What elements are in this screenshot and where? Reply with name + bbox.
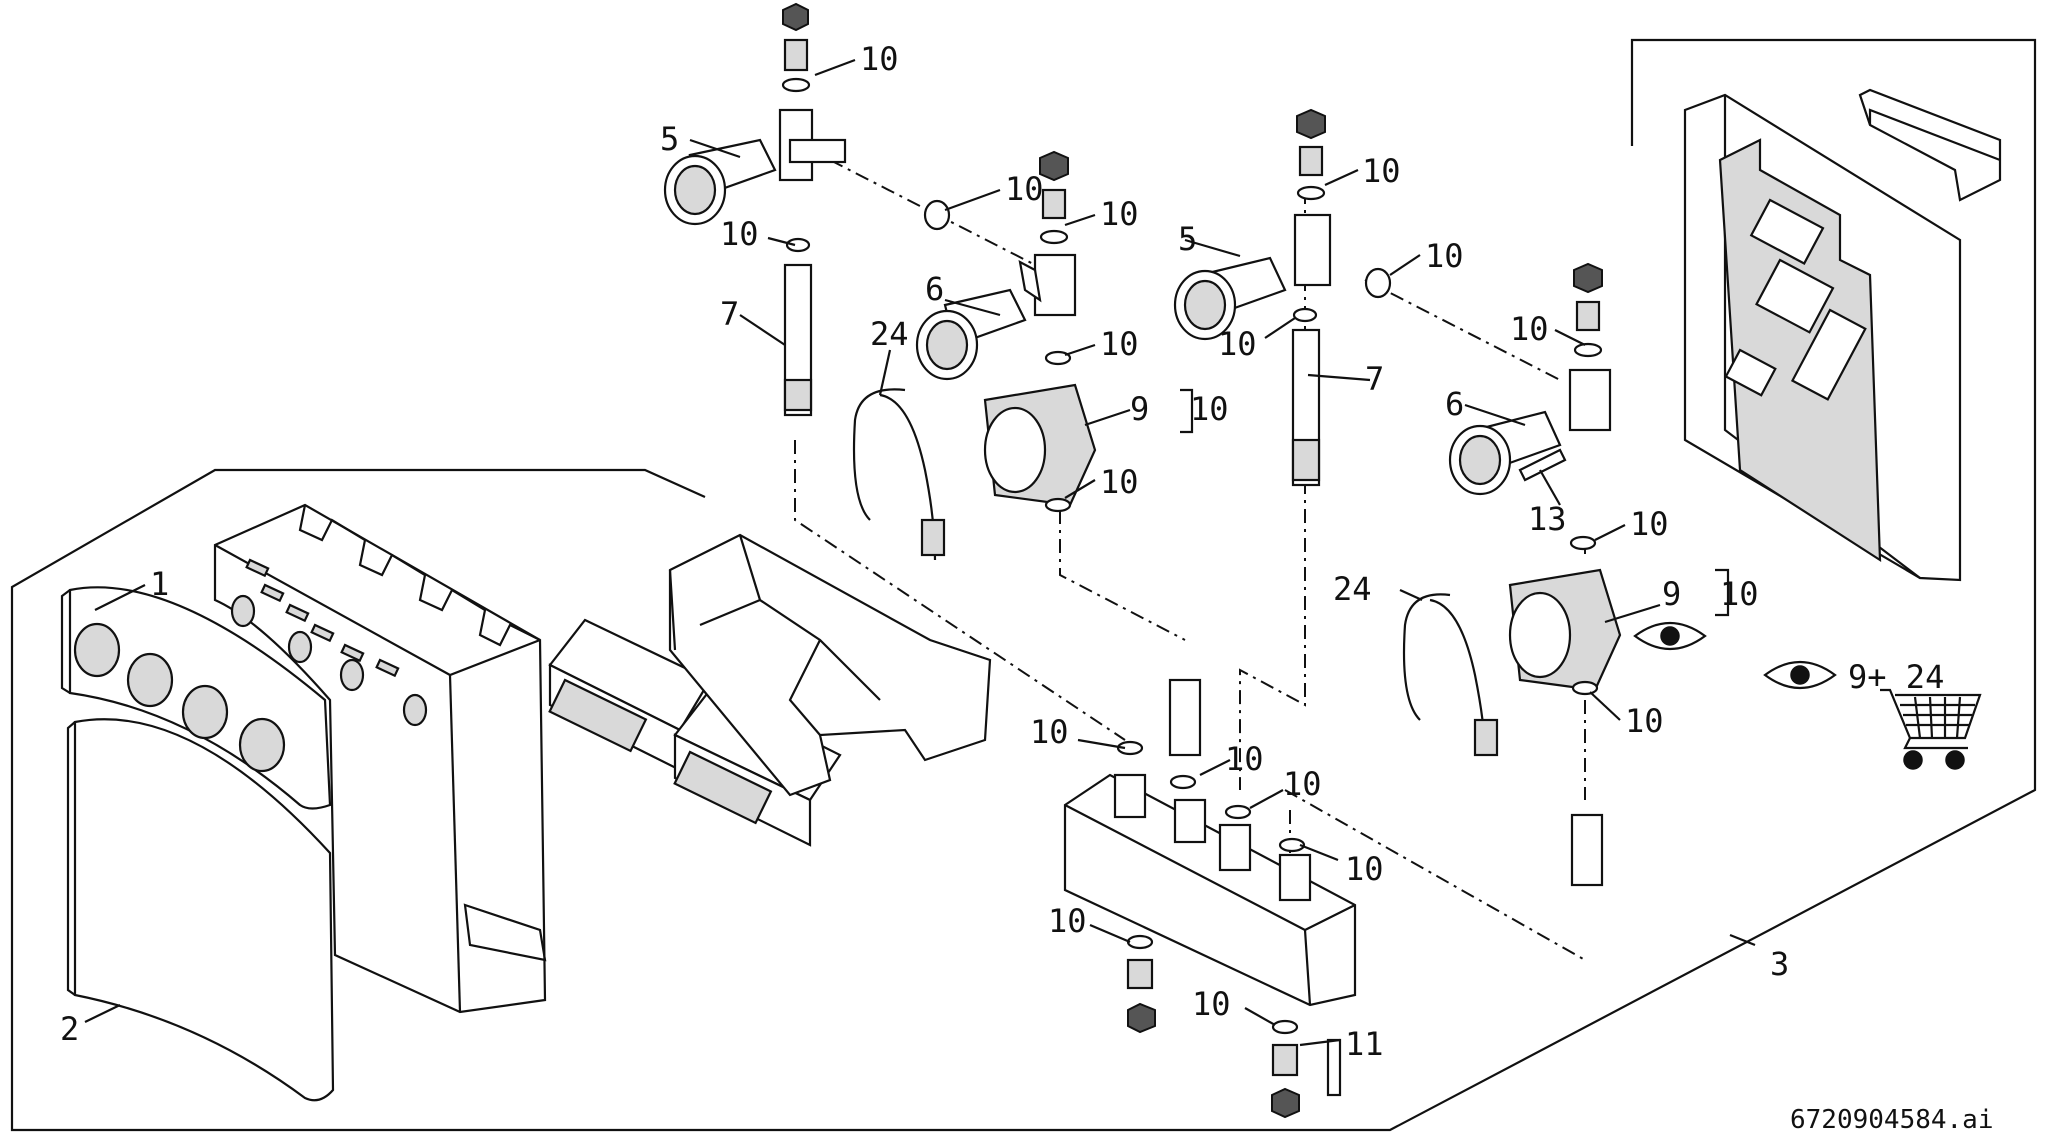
shopping-cart-icon bbox=[1880, 688, 1982, 770]
label-10: 10 bbox=[1192, 985, 1231, 1023]
label-7b: 7 bbox=[1365, 360, 1384, 398]
label-10: 10 bbox=[1005, 170, 1044, 208]
right-pump-group bbox=[1402, 262, 1622, 887]
label-10: 10 bbox=[1100, 463, 1139, 501]
label-10: 10 bbox=[860, 40, 899, 78]
label-10: 10 bbox=[1283, 765, 1322, 803]
front-cover bbox=[66, 718, 335, 1102]
label-10: 10 bbox=[1345, 850, 1384, 888]
label-24a: 24 bbox=[870, 315, 909, 353]
label-10: 10 bbox=[1100, 325, 1139, 363]
eye-icon bbox=[1763, 660, 1837, 690]
label-9b-ref: 10 bbox=[1720, 575, 1759, 613]
left-pump-group bbox=[852, 150, 1097, 561]
eye-icon bbox=[1633, 621, 1707, 651]
label-13: 13 bbox=[1528, 500, 1567, 538]
label-10: 10 bbox=[1625, 702, 1664, 740]
label-10: 10 bbox=[1425, 237, 1464, 275]
label-9a-ref: 10 bbox=[1190, 390, 1229, 428]
label-3: 3 bbox=[1770, 945, 1789, 983]
cabinet-housing bbox=[1683, 88, 2002, 582]
label-10: 10 bbox=[1362, 152, 1401, 190]
label-6a: 6 bbox=[925, 270, 944, 308]
label-9b: 9 bbox=[1662, 575, 1681, 613]
label-10: 10 bbox=[1630, 505, 1669, 543]
label-7a: 7 bbox=[720, 295, 739, 333]
label-10: 10 bbox=[1225, 740, 1264, 778]
order-info: 9+ 24 bbox=[1633, 621, 1982, 770]
left-valve-assembly bbox=[663, 2, 951, 417]
leader-lines bbox=[84, 138, 1756, 1047]
label-10: 10 bbox=[1100, 195, 1139, 233]
insulation-casing bbox=[213, 503, 547, 1014]
label-11: 11 bbox=[1345, 1025, 1384, 1063]
label-6b: 6 bbox=[1445, 385, 1464, 423]
label-5a: 5 bbox=[660, 120, 679, 158]
label-10: 10 bbox=[720, 215, 759, 253]
label-2: 2 bbox=[60, 1010, 79, 1048]
mounting-tray bbox=[668, 533, 992, 797]
label-10: 10 bbox=[1030, 713, 1069, 751]
kit-frame bbox=[10, 38, 2037, 1132]
label-10: 10 bbox=[1048, 902, 1087, 940]
document-number: 6720904584.ai bbox=[1790, 1105, 1994, 1135]
middle-valve-assembly bbox=[1173, 108, 1392, 487]
label-10: 10 bbox=[1510, 310, 1549, 348]
trim-panel bbox=[60, 586, 332, 810]
order-info-text: 9+ 24 bbox=[1848, 658, 1944, 696]
hydraulic-manifold bbox=[1063, 678, 1357, 1119]
label-5b: 5 bbox=[1178, 220, 1197, 258]
leader-lines-10 bbox=[767, 58, 1626, 1026]
label-9a: 9 bbox=[1130, 390, 1149, 428]
label-24b: 24 bbox=[1333, 570, 1372, 608]
callout-labels: 1 2 3 5 5 6 6 7 7 9 10 9 10 11 13 24 24 … bbox=[60, 40, 1789, 1063]
label-1: 1 bbox=[150, 565, 169, 603]
label-10: 10 bbox=[1218, 325, 1257, 363]
